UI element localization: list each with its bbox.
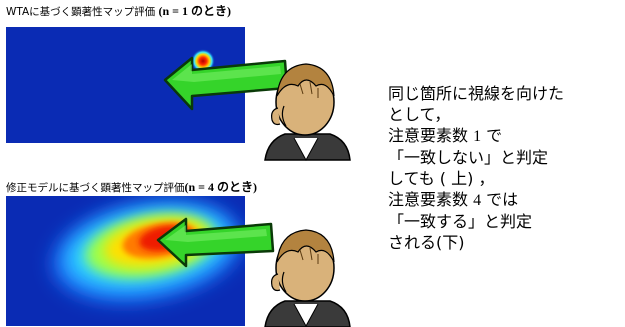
panel-title-bottom-n: (n = 4: [184, 180, 218, 194]
person-back-icon: [264, 63, 351, 162]
panel-title-top-text: WTAに基づく顕著性マップ評価: [6, 6, 159, 18]
caption-number: 4: [473, 192, 482, 209]
panel-title-top-toki: のとき: [191, 4, 228, 18]
panel-title-top-n: (n = 1: [158, 4, 192, 18]
caption-line: される(下): [388, 233, 465, 252]
panel-title-bottom-toki: のとき: [217, 180, 254, 194]
caption-text: 注意要素数: [388, 190, 474, 209]
attention-spot: [191, 49, 215, 73]
caption-line: として，: [388, 105, 451, 124]
saliency-map-wta: [6, 27, 245, 143]
panel-title-bottom: 修正モデルに基づく顕著性マップ評価(n = 4 のとき): [6, 181, 257, 195]
caption-text: 注意要素数: [388, 126, 474, 145]
panel-title-bottom-text: 修正モデルに基づく顕著性マップ評価: [6, 182, 185, 194]
caption-line: 「一致しない」と判定: [388, 148, 549, 167]
panel-title-top: WTAに基づく顕著性マップ評価 (n = 1 のとき): [6, 5, 231, 19]
saliency-map-modified: [6, 196, 245, 326]
caption-line: 注意要素数 1 で: [388, 125, 623, 147]
caption-line: 注意要素数 4 では: [388, 189, 623, 211]
caption-number: 1: [473, 128, 482, 145]
caption-text: で: [481, 126, 503, 145]
person-back-icon: [264, 229, 351, 327]
panel-title-bottom-close: ): [253, 180, 258, 194]
caption-line: 同じ箇所に視線を向けた: [388, 84, 565, 103]
panel-title-top-close: ): [227, 4, 232, 18]
explanation-caption: 同じ箇所に視線を向けた として， 注意要素数 1 で 「一致しない」と判定 して…: [388, 83, 623, 253]
caption-line: 「一致する」と判定: [388, 212, 533, 231]
caption-line: しても ( 上) ，: [388, 169, 495, 188]
caption-text: では: [481, 190, 519, 209]
